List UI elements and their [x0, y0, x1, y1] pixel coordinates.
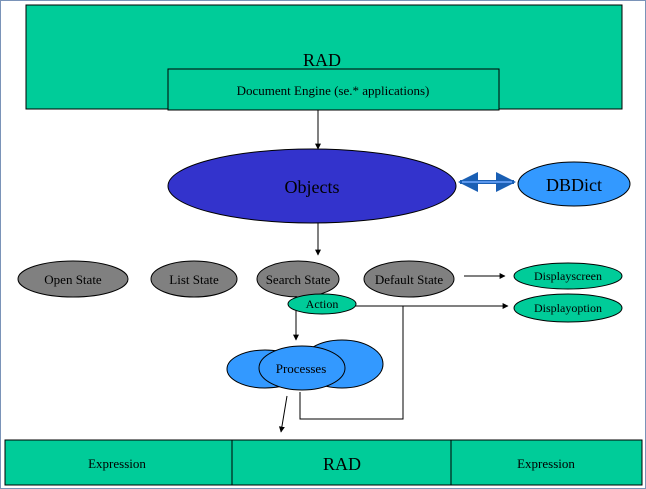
- state-search-label: Search State: [266, 272, 331, 287]
- processes-node: Processes: [226, 339, 384, 391]
- state-open-label: Open State: [44, 272, 102, 287]
- document-engine-label: Document Engine (se.* applications): [237, 83, 430, 98]
- state-default-label: Default State: [375, 272, 443, 287]
- displayscreen-label: Displayscreen: [534, 269, 602, 283]
- dbdict-label: DBDict: [546, 175, 602, 195]
- displayscreen-node: Displayscreen: [513, 262, 623, 290]
- displayoption-node: Displayoption: [513, 293, 623, 323]
- dbdict-node: DBDict: [517, 161, 631, 207]
- displayoption-label: Displayoption: [534, 301, 602, 315]
- connector-action-loop: [299, 306, 404, 420]
- bottom-expression-right: Expression: [517, 456, 575, 471]
- bottom-bar: Expression RAD Expression: [4, 439, 643, 486]
- state-open: Open State: [17, 260, 129, 298]
- state-default: Default State: [363, 260, 455, 298]
- state-search: Search State: [256, 260, 340, 298]
- state-list: List State: [150, 260, 238, 298]
- document-engine-box: Document Engine (se.* applications): [167, 68, 500, 111]
- arrow-processes-to-expression: [278, 395, 288, 433]
- processes-label: Processes: [276, 361, 327, 376]
- objects-label: Objects: [285, 177, 340, 197]
- bottom-expression-left: Expression: [88, 456, 146, 471]
- bottom-rad-label: RAD: [323, 454, 361, 474]
- state-list-label: List State: [169, 272, 219, 287]
- action-label: Action: [306, 297, 339, 311]
- top-rad-title: RAD: [303, 50, 341, 70]
- objects-node: Objects: [167, 148, 457, 224]
- action-node: Action: [287, 293, 357, 315]
